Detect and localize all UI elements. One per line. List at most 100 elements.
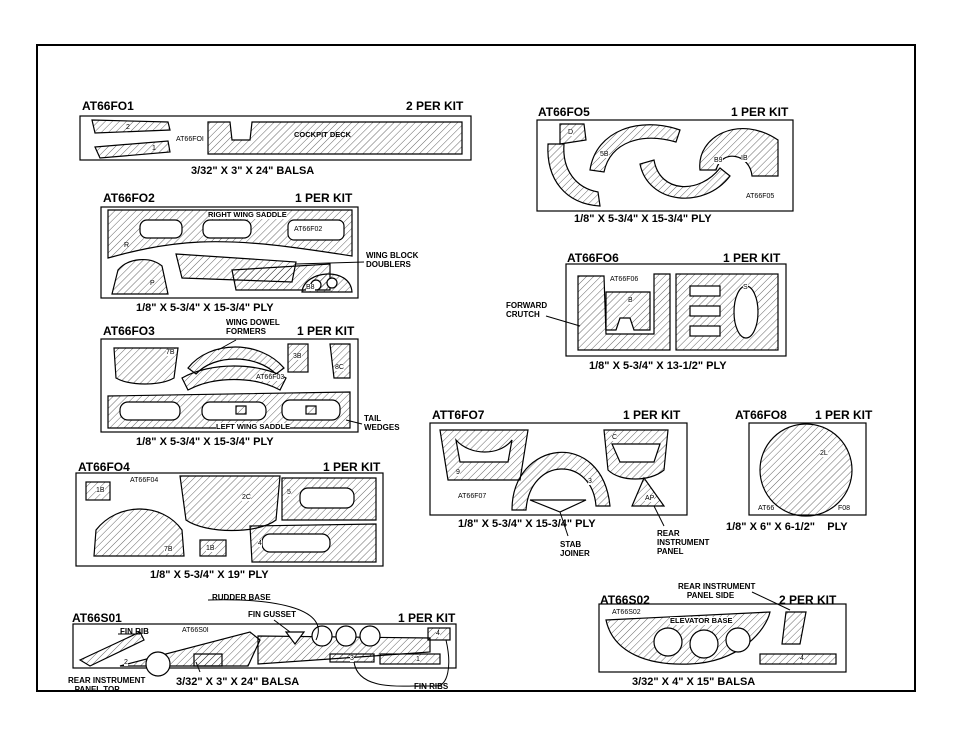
sheet-f4-stamp: AT66F04 <box>130 477 159 484</box>
part-f4-slot-1 <box>299 487 355 509</box>
sheet-f7-id: ATT6FO7 <box>432 408 485 422</box>
sheet-s1-spec: 3/32" X 3" X 24" BALSA <box>176 676 300 688</box>
sheet-f8-id: AT66FO8 <box>735 408 787 422</box>
sheet-f8-stamp: AT66 <box>758 505 775 512</box>
part-f4-2c <box>179 475 281 532</box>
part-rear-instrument-panel-side <box>781 611 807 645</box>
callout-fin-gusset: FIN GUSSET <box>248 610 297 619</box>
part-fin-rib <box>78 631 145 667</box>
sheet-f5-id: AT66FO5 <box>538 105 590 119</box>
leader-rear-instrument-panel <box>653 505 665 527</box>
sheet-f1-id: AT66FO1 <box>82 99 134 113</box>
part-s2-hole-2 <box>689 629 719 659</box>
part-f2-stamp-box <box>287 219 345 241</box>
sheet-f1-stamp: AT66FOI <box>176 136 204 143</box>
right-wing-saddle-label: RIGHT WING SADDLE <box>208 210 287 219</box>
part-s2-hole-3 <box>725 627 751 653</box>
part-f4-7b <box>93 508 185 557</box>
sheet-f7-qty: 1 PER KIT <box>623 408 681 422</box>
sheet-f6-outline <box>565 263 787 357</box>
part-mark-f4-1b-small: 1B <box>206 545 215 552</box>
sheet-f2-outline <box>100 206 359 299</box>
part-f3-8c <box>329 343 351 379</box>
part-f5-arc-1 <box>589 124 681 173</box>
part-mark-f7-ap: AP <box>645 495 655 502</box>
sheet-f5-spec: 1/8" X 5-3/4" X 15-3/4" PLY <box>574 213 712 225</box>
part-f3-slot-1 <box>119 401 181 421</box>
part-mark-s2-4: 4 <box>800 655 804 662</box>
sheet-s2-qty: 2 PER KIT <box>779 593 837 607</box>
sheet-f6-spec: 1/8" X 5-3/4" X 13-1/2" PLY <box>589 360 727 372</box>
part-mark-f7-3: 3 <box>588 478 592 485</box>
part-tail-wedge-1 <box>235 405 247 415</box>
sheet-f4-spec: 1/8" X 5-3/4" X 19" PLY <box>150 569 269 581</box>
part-f5-b9 <box>699 128 779 177</box>
callout-forward-crutch: FORWARD CRUTCH <box>506 301 548 319</box>
part-s1-3 <box>193 653 223 667</box>
part-stab-joiner <box>529 499 587 513</box>
sheet-s2-outline <box>598 603 847 673</box>
sheet-f3-stamp: AT66F03 <box>256 374 285 381</box>
sheet-f5-outline <box>536 119 794 212</box>
part-mark-f7-9: 9 <box>456 469 460 476</box>
part-wing-dowel-former-1 <box>187 346 285 375</box>
callout-tail-wedges: TAIL WEDGES <box>364 414 400 432</box>
sheet-f3-qty: 1 PER KIT <box>297 324 355 338</box>
part-f7-c-cutout <box>611 443 661 463</box>
part-f7-9-cutout <box>455 437 513 463</box>
part-f3-7b <box>113 347 179 385</box>
leader-stab-joiner <box>559 511 569 537</box>
part-f1-strip-1 <box>94 140 171 159</box>
part-f6-slot-1 <box>689 285 721 297</box>
callout-rear-instrument-panel: REAR INSTRUMENT PANEL <box>657 529 710 556</box>
callout-wing-dowel-formers: WING DOWEL FORMERS <box>226 318 280 336</box>
part-mark-f3-3b: 3B <box>293 353 302 360</box>
part-f5-u <box>547 143 601 207</box>
sheet-f2-stamp: AT66F02 <box>294 226 323 233</box>
sheet-f3-spec: 1/8" X 5-3/4" X 15-3/4" PLY <box>136 436 274 448</box>
callout-rear-instrument-panel-top: REAR INSTRUMENT PANEL TOP <box>68 676 146 694</box>
cockpit-deck-label: COCKPIT DECK <box>294 130 352 139</box>
part-mark-f1-1: 1 <box>152 145 156 152</box>
sheet-f3-id: AT66FO3 <box>103 324 155 338</box>
sheet-f7-spec: 1/8" X 5-3/4" X 15-3/4" PLY <box>458 518 596 530</box>
part-fin-gusset <box>284 631 306 645</box>
part-f4-slot-2 <box>261 533 331 553</box>
sheet-f3-outline <box>100 338 359 433</box>
sheet-f8-spec: 1/8" X 6" X 6-1/2" PLY <box>726 521 848 533</box>
sheet-f6-qty: 1 PER KIT <box>723 251 781 265</box>
sheet-f2-qty: 1 PER KIT <box>295 191 353 205</box>
part-s1-hole-2 <box>311 625 333 647</box>
drawing-frame <box>36 44 916 692</box>
part-mark-f2-b8: B8 <box>306 284 315 291</box>
part-s1-hole-4 <box>359 625 381 647</box>
callout-fin-ribs: FIN RIBS <box>414 682 449 691</box>
sheet-s2-spec: 3/32" X 4" X 15" BALSA <box>632 676 756 688</box>
part-mark-f5-5b: 5B <box>600 151 609 158</box>
part-f2-hole-2 <box>326 277 338 289</box>
part-f6-oval <box>733 285 759 339</box>
sheet-f5-stamp: AT66F05 <box>746 193 775 200</box>
part-mark-s1-2: 2 <box>124 659 128 666</box>
part-mark-f6-b: B <box>628 297 633 304</box>
callout-wing-block-doublers: WING BLOCK DOUBLERS <box>366 251 419 269</box>
sheet-s2-stamp: AT66S02 <box>612 609 641 616</box>
leader-fin-ribs <box>353 639 450 687</box>
sheet-s1-stamp: AT66S0I <box>182 627 209 634</box>
sheet-f8-qty: 1 PER KIT <box>815 408 873 422</box>
part-f2-p <box>111 259 169 295</box>
part-mark-f4-1b: 1B <box>96 487 105 494</box>
sheet-s1-qty: 1 PER KIT <box>398 611 456 625</box>
sheet-f2-spec: 1/8" X 5-3/4" X 15-3/4" PLY <box>136 302 274 314</box>
part-mark-f8-2l: 2L <box>820 450 828 457</box>
sheet-f1-spec: 3/32" X 3" X 24" BALSA <box>191 165 315 177</box>
left-wing-saddle-label: LEFT WING SADDLE <box>216 422 291 431</box>
part-mark-f1-2: 2 <box>126 124 130 131</box>
sheet-f4-id: AT66FO4 <box>78 460 130 474</box>
part-mark-s1-1: 1 <box>416 656 420 663</box>
part-mark-s1-3: 3 <box>350 655 354 662</box>
sheet-f7-outline <box>429 422 688 516</box>
part-mark-f3-8c: 8C <box>335 364 344 371</box>
sheet-f8-f08: F08 <box>838 505 851 512</box>
leader-rudder-base <box>207 599 319 641</box>
